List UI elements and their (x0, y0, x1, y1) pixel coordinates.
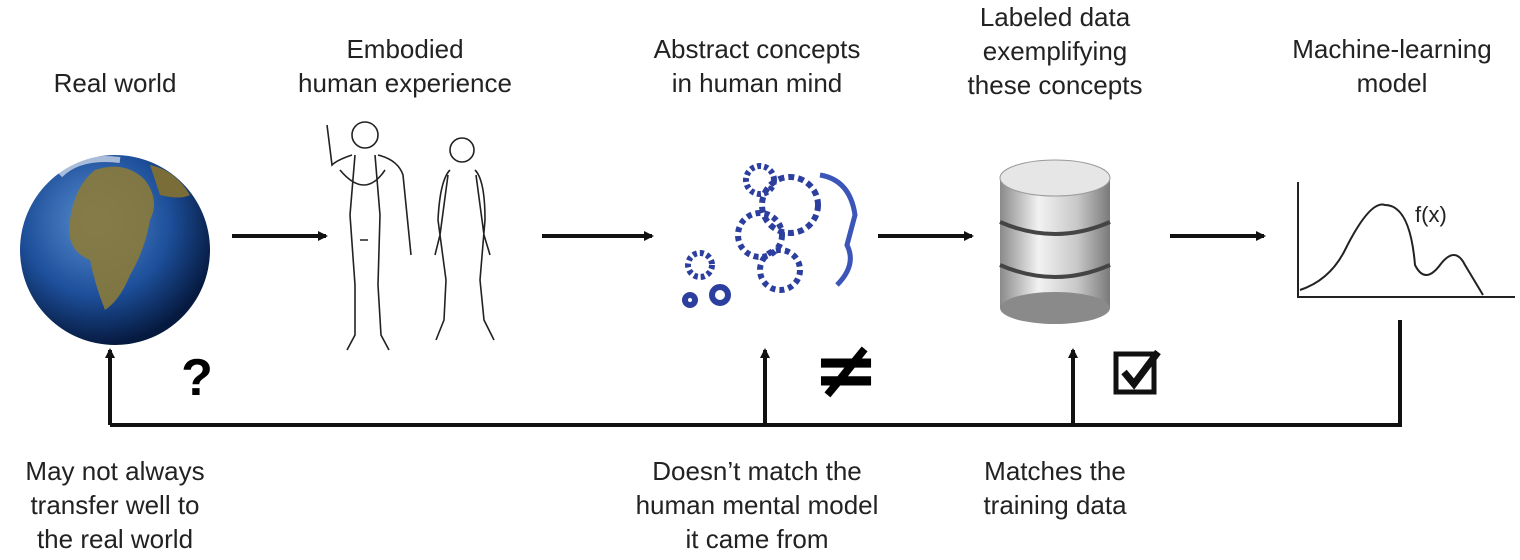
feedback-lines (105, 320, 1402, 427)
earth-globe-icon (20, 155, 210, 345)
function-plot-icon (1297, 182, 1515, 298)
stage-label-abstract-concepts: Abstract concepts in human mind (653, 34, 861, 98)
outcome-label-mental-model: Doesn’t match the human mental model it … (635, 456, 879, 554)
not-equal-icon: ≠ (812, 323, 879, 416)
stage-label-ml-model: Machine-learning model (1292, 34, 1492, 98)
function-label: f(x) (1415, 202, 1447, 227)
human-figures-icon (326, 121, 495, 351)
gears-head-icon (682, 163, 858, 308)
outcome-label-real-world: May not always transfer well to the real… (25, 456, 205, 554)
outcome-label-training-data: Matches the training data (983, 456, 1127, 520)
stage-label-real-world: Real world (53, 68, 177, 98)
question-mark-icon: ? (181, 349, 213, 407)
stage-label-labeled-data: Labeled data exemplifying these concepts (967, 2, 1143, 100)
database-icon (999, 159, 1111, 324)
checkbox-checked-icon (1113, 349, 1161, 395)
stage-label-embodied-experience: Embodied human experience (298, 34, 512, 98)
